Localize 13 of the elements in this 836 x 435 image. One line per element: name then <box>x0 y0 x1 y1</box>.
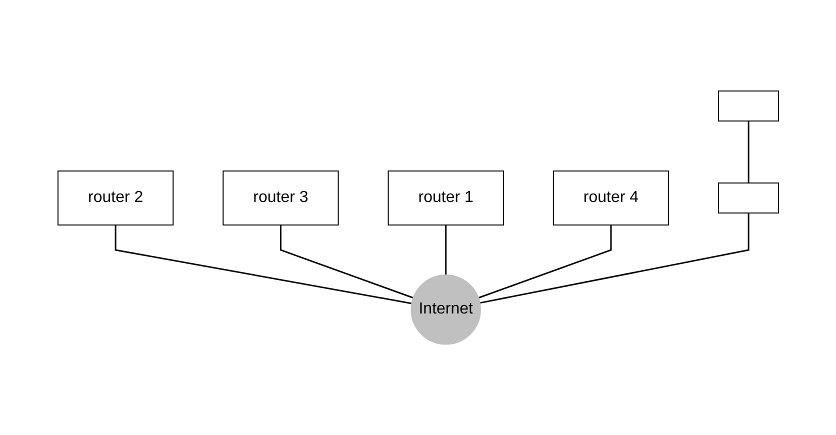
node-box: router 2 <box>57 170 174 226</box>
node-box: router 4 <box>552 170 669 226</box>
node-box <box>718 90 779 122</box>
node-box: router 3 <box>222 170 338 226</box>
node-circle: Internet <box>410 274 481 345</box>
connector <box>748 120 750 183</box>
connector <box>478 224 612 298</box>
connector <box>114 224 412 304</box>
connector <box>444 224 446 275</box>
connector <box>479 212 750 304</box>
connector <box>280 224 414 298</box>
node-box: router 1 <box>388 170 504 226</box>
node-box <box>718 182 779 214</box>
